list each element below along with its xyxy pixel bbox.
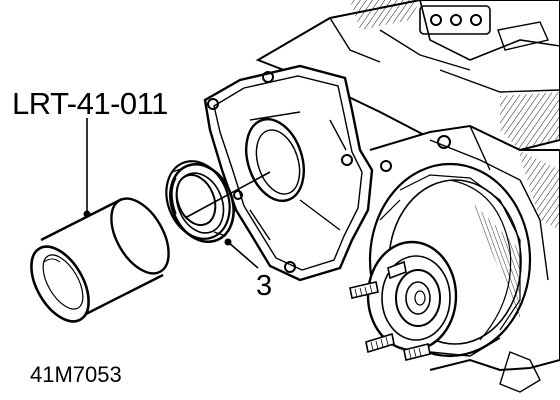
leader-lines — [83, 118, 271, 269]
alignment-line — [184, 171, 271, 219]
figure-id-label: 41M7053 — [30, 362, 122, 387]
tool-leader-dot — [83, 210, 91, 218]
callout-number-label: 3 — [256, 270, 273, 302]
seal-leader-line — [227, 241, 259, 269]
tool-number-label: LRT-41-011 — [12, 86, 168, 121]
transfer-box-housing — [203, 0, 560, 393]
seal-leader-dot — [224, 238, 232, 246]
tool-cylinder — [30, 197, 170, 323]
oil-seal — [165, 160, 235, 244]
